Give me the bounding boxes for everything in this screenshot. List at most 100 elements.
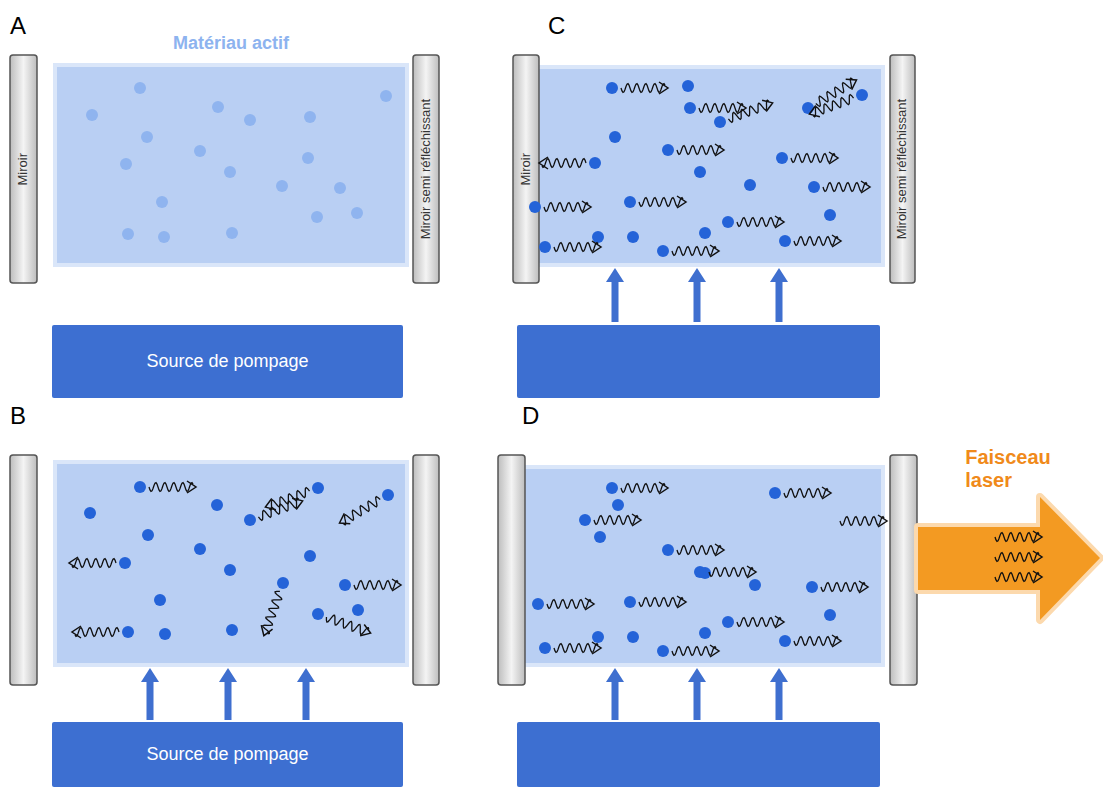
atom bbox=[532, 598, 544, 610]
atom bbox=[120, 158, 132, 170]
atom bbox=[352, 604, 364, 616]
atom bbox=[312, 608, 324, 620]
atom bbox=[194, 145, 206, 157]
atom bbox=[802, 102, 814, 114]
atom bbox=[722, 216, 734, 228]
semi-mirror bbox=[890, 455, 917, 685]
photon bbox=[69, 557, 116, 569]
atom bbox=[744, 179, 756, 191]
photon bbox=[594, 514, 641, 526]
atoms-and-photons bbox=[69, 75, 1042, 657]
pump-arrow-head bbox=[297, 668, 315, 682]
atom bbox=[529, 201, 541, 213]
atom bbox=[592, 231, 604, 243]
atom bbox=[224, 564, 236, 576]
photon bbox=[547, 598, 594, 610]
atom bbox=[779, 635, 791, 647]
mirror-label: Miroir semi réfléchissant bbox=[895, 99, 909, 239]
atom bbox=[304, 550, 316, 562]
pump-source: Source de pompage bbox=[52, 325, 403, 398]
atom bbox=[311, 211, 323, 223]
atom bbox=[194, 543, 206, 555]
mirror-label: Miroir bbox=[519, 153, 533, 186]
atom bbox=[657, 645, 669, 657]
atom bbox=[699, 627, 711, 639]
photon bbox=[677, 544, 724, 556]
atom bbox=[244, 514, 256, 526]
pump-arrow-shaft bbox=[776, 281, 783, 322]
atom bbox=[158, 231, 170, 243]
pump-arrows bbox=[141, 268, 788, 720]
atom bbox=[624, 596, 636, 608]
atom bbox=[119, 557, 131, 569]
pump-source bbox=[52, 325, 403, 398]
atom bbox=[226, 227, 238, 239]
atom bbox=[276, 180, 288, 192]
photon bbox=[840, 515, 887, 527]
pump-arrow-head bbox=[219, 668, 237, 682]
photon bbox=[639, 196, 686, 208]
atom bbox=[212, 101, 224, 113]
atom bbox=[334, 182, 346, 194]
photon bbox=[737, 616, 784, 628]
photon bbox=[72, 626, 119, 638]
atom bbox=[662, 544, 674, 556]
atom bbox=[624, 196, 636, 208]
atom bbox=[662, 144, 674, 156]
pump-source bbox=[52, 722, 403, 787]
atom bbox=[134, 82, 146, 94]
atom bbox=[156, 196, 168, 208]
photon bbox=[726, 97, 774, 124]
atom bbox=[589, 157, 601, 169]
atom bbox=[722, 616, 734, 628]
photon bbox=[263, 485, 311, 512]
atom bbox=[776, 152, 788, 164]
atom bbox=[122, 228, 134, 240]
photon bbox=[554, 241, 601, 253]
pump-arrow-head bbox=[770, 268, 788, 282]
atom bbox=[714, 116, 726, 128]
active-material bbox=[55, 462, 407, 665]
material-heading: Matériau actif bbox=[55, 33, 407, 54]
atom bbox=[627, 231, 639, 243]
pump-arrow-shaft bbox=[147, 681, 154, 720]
photon bbox=[354, 579, 401, 591]
photon bbox=[995, 571, 1042, 583]
atom bbox=[612, 499, 624, 511]
atom bbox=[627, 631, 639, 643]
atom bbox=[824, 609, 836, 621]
atom bbox=[592, 631, 604, 643]
semi-mirror: Miroir semi réfléchissant bbox=[413, 55, 439, 283]
atom bbox=[134, 481, 146, 493]
laser-beam: Faisceau laser bbox=[966, 444, 1050, 494]
photon bbox=[821, 581, 868, 593]
pump-arrow-shaft bbox=[225, 681, 232, 720]
atom bbox=[380, 90, 392, 102]
pump-source bbox=[517, 325, 880, 398]
atom bbox=[824, 209, 836, 221]
atom bbox=[351, 207, 363, 219]
panel-letter: B bbox=[10, 404, 26, 428]
atom bbox=[142, 529, 154, 541]
mirror: Miroir bbox=[513, 55, 539, 283]
photon bbox=[539, 157, 586, 169]
atom bbox=[856, 89, 868, 101]
photon bbox=[337, 494, 384, 528]
mirror bbox=[10, 55, 37, 283]
photon bbox=[794, 235, 841, 247]
pump-arrow-shaft bbox=[694, 681, 701, 720]
atom bbox=[594, 531, 606, 543]
semi-mirror bbox=[413, 55, 439, 283]
atom bbox=[606, 482, 618, 494]
atom bbox=[579, 514, 591, 526]
atom bbox=[84, 507, 96, 519]
atom bbox=[312, 482, 324, 494]
pump-arrow-head bbox=[688, 668, 706, 682]
atom bbox=[302, 152, 314, 164]
source-label: Source de pompage bbox=[146, 744, 308, 765]
pump-arrow-head bbox=[141, 668, 159, 682]
atom bbox=[304, 111, 316, 123]
mirror: Miroir bbox=[10, 55, 37, 283]
